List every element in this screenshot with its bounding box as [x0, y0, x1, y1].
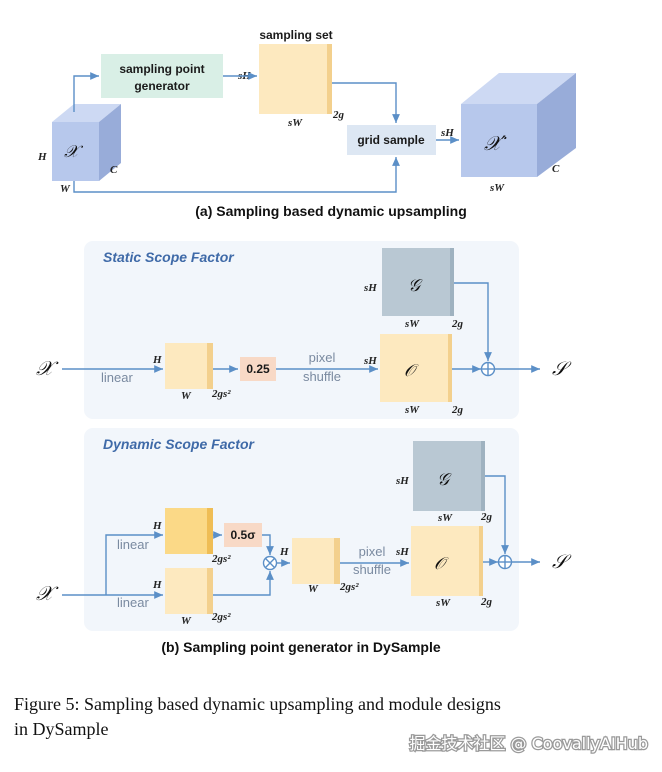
sampling-point-generator-label-2: generator [134, 79, 190, 93]
dynamic-output-s-symbol: 𝒮 [552, 551, 572, 573]
dynamic-arrow-lower-to-multiply [213, 571, 274, 596]
sampling-point-generator-box [101, 54, 223, 98]
dynamic-mid-dim-w: W [308, 583, 319, 595]
output-x-prime-symbol: 𝒳′ [484, 131, 507, 155]
dynamic-o-dim-2g: 2g [480, 596, 493, 608]
static-shuffle-label: shuffle [303, 369, 341, 384]
output-tensor-x-prime-cube [461, 73, 576, 177]
input-dim-c: C [110, 164, 118, 176]
static-g-dim-2g: 2g [451, 318, 464, 330]
dynamic-shuffle-label: shuffle [353, 562, 391, 577]
static-linear-label: linear [101, 370, 133, 385]
static-arrow-g-to-sum [454, 282, 492, 361]
dynamic-o-tensor [411, 526, 483, 596]
static-o-dim-sh: sH [363, 355, 377, 367]
static-g-dim-sw: sW [404, 318, 420, 330]
sampling-set-dim-2g: 2g [332, 109, 345, 121]
dynamic-upper-linear-label: linear [117, 537, 149, 552]
dynamic-lower-dim-h: H [152, 579, 162, 591]
dynamic-upper-linear-tensor [165, 508, 213, 554]
dynamic-o-dim-sw: sW [435, 597, 451, 609]
dynamic-lower-linear-label: linear [117, 595, 149, 610]
dynamic-multiply-node [262, 555, 278, 571]
dynamic-scope-title: Dynamic Scope Factor [103, 436, 255, 452]
dynamic-upper-dim-h: H [152, 520, 162, 532]
dynamic-lower-dim-2gs2: 2gs² [211, 611, 231, 623]
static-linear-dim-2gs2: 2gs² [211, 388, 231, 400]
dynamic-upper-dim-2gs2: 2gs² [211, 553, 231, 565]
dynamic-mid-dim-h: H [279, 546, 289, 558]
static-sum-node [480, 361, 496, 377]
output-dim-sh: sH [440, 127, 454, 139]
grid-sample-label: grid sample [357, 133, 425, 147]
dynamic-arrow-factor-to-multiply [262, 534, 274, 555]
static-o-dim-2g: 2g [451, 404, 464, 416]
dynamic-arrow-x-to-upper-linear [105, 531, 163, 595]
static-linear-dim-h: H [152, 354, 162, 366]
dynamic-pixel-label: pixel [359, 544, 386, 559]
static-g-tensor [382, 248, 454, 316]
static-linear-dim-w: W [181, 390, 192, 402]
caption-a: (a) Sampling based dynamic upsampling [195, 203, 467, 219]
dynamic-offset-tensor [292, 538, 340, 584]
sampling-set-dim-sw: sW [287, 117, 303, 129]
arrow-x-to-generator [73, 72, 99, 112]
dynamic-factor-box [224, 523, 262, 547]
figure-caption-line-2: in DySample [14, 719, 109, 739]
watermark-text: 掘金技术社区 @ CoovallyAIHub [409, 734, 648, 753]
static-linear-output-tensor [165, 343, 213, 389]
dynamic-mid-dim-2gs2: 2gs² [339, 581, 359, 593]
static-scope-title: Static Scope Factor [103, 249, 235, 265]
sampling-set-label: sampling set [259, 28, 332, 42]
static-g-dim-sh: sH [363, 282, 377, 294]
static-factor-box [240, 357, 276, 381]
static-pixel-label: pixel [309, 350, 336, 365]
dynamic-g-symbol: 𝒢 [437, 470, 452, 490]
sampling-set-tensor [259, 44, 332, 114]
dynamic-o-dim-sh: sH [395, 546, 409, 558]
static-output-s-symbol: 𝒮 [552, 358, 572, 380]
grid-sample-box [347, 125, 436, 155]
caption-b: (b) Sampling point generator in DySample [161, 639, 440, 655]
dynamic-input-x-symbol: 𝒳 [36, 581, 59, 605]
dynamic-lower-linear-tensor [165, 568, 213, 614]
dynamic-sum-node [497, 554, 513, 570]
output-dim-sw: sW [489, 182, 505, 194]
dynamic-arrow-g-to-sum [485, 475, 509, 554]
input-dim-w: W [60, 183, 71, 195]
dynamic-g-dim-sh: sH [395, 475, 409, 487]
output-dim-c: C [552, 163, 560, 175]
sampling-point-generator-label-1: sampling point [119, 62, 204, 76]
input-dim-h: H [37, 151, 47, 163]
static-o-dim-sw: sW [404, 404, 420, 416]
arrow-sampling-set-to-grid-sample [332, 82, 400, 123]
dynamic-g-dim-2g: 2g [480, 511, 493, 523]
input-tensor-x-cube [52, 104, 121, 181]
dynamic-lower-dim-w: W [181, 615, 192, 627]
static-o-tensor [380, 334, 452, 402]
static-input-x-symbol: 𝒳 [36, 356, 59, 380]
arrow-x-to-grid-sample [73, 157, 400, 193]
static-factor-label: 0.25 [246, 362, 270, 376]
dynamic-factor-label: 0.5σ [231, 528, 256, 542]
static-g-symbol: 𝒢 [408, 276, 423, 296]
figure-caption-line-1: Figure 5: Sampling based dynamic upsampl… [14, 694, 501, 714]
dynamic-g-tensor [413, 441, 485, 511]
dynamic-g-dim-sw: sW [437, 512, 453, 524]
